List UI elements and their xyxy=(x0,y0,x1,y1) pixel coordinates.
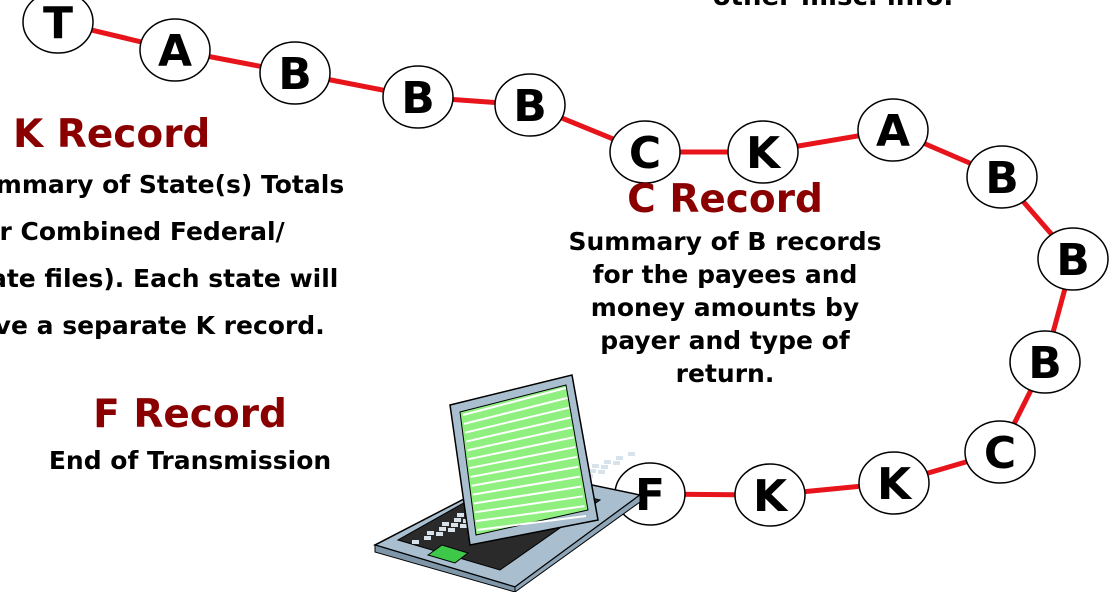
screen-line xyxy=(476,515,587,531)
record-node-letter: A xyxy=(876,106,910,157)
keyboard-key xyxy=(424,536,431,540)
screen-line xyxy=(469,446,576,470)
record-node-c: C xyxy=(609,120,681,184)
record-node-letter: K xyxy=(877,459,913,510)
record-node-a: A xyxy=(139,18,211,82)
keyboard-key xyxy=(604,460,611,464)
record-node-b: B xyxy=(494,73,566,137)
record-node-letter: T xyxy=(43,0,73,49)
record-node-letter: B xyxy=(1028,338,1062,389)
screen-line xyxy=(468,436,574,461)
keyboard-key xyxy=(592,464,599,468)
screen-line xyxy=(471,465,579,487)
screen-line xyxy=(475,505,585,523)
c-record-line-1: Summary of B records xyxy=(568,227,882,256)
keyboard-key xyxy=(436,532,443,536)
screen-line xyxy=(462,387,567,416)
keyboard-key xyxy=(427,531,434,535)
screen-line xyxy=(463,396,568,425)
c-record-line-2: for the payees and xyxy=(592,260,858,289)
screen-line xyxy=(466,416,571,443)
screen-lines xyxy=(462,387,587,531)
record-node-k: K xyxy=(734,463,806,527)
record-node-t: T xyxy=(22,0,94,54)
record-node-b: B xyxy=(1037,227,1109,291)
record-node-b: B xyxy=(966,145,1038,209)
f-record-line-1: End of Transmission xyxy=(48,446,332,475)
record-node-circle xyxy=(609,120,681,184)
c-record-line-3: money amounts by xyxy=(590,293,860,322)
c-record-title: C Record xyxy=(627,177,823,222)
record-node-circle xyxy=(1009,330,1081,394)
record-node-letter: B xyxy=(1056,235,1090,286)
screen-line xyxy=(474,495,584,514)
record-node-circle xyxy=(966,145,1038,209)
k-record-line-4: have a separate K record. xyxy=(0,311,325,340)
record-node-letter: B xyxy=(278,49,312,100)
record-node-letter: B xyxy=(985,153,1019,204)
record-node-circle xyxy=(964,420,1036,484)
keyboard-key xyxy=(439,527,446,531)
screen-line xyxy=(464,406,570,434)
record-node-circle xyxy=(22,0,94,54)
screen-line xyxy=(470,455,577,478)
record-node-circle xyxy=(259,41,331,105)
keyboard-key xyxy=(448,528,455,532)
k-record-line-1: Summary of State(s) Totals xyxy=(0,170,345,199)
f-record-block: F Record End of Transmission xyxy=(0,395,420,477)
record-node-circle xyxy=(1037,227,1109,291)
record-node-letter: K xyxy=(753,471,789,522)
k-record-line-3: State files). Each state will xyxy=(0,264,339,293)
laptop-icon xyxy=(373,374,642,592)
keyboard-key xyxy=(598,470,605,474)
record-node-circle xyxy=(727,120,799,184)
keyboard-key xyxy=(628,452,635,456)
keyboard-key xyxy=(601,465,608,469)
keyboard-key xyxy=(412,540,419,544)
keyboard-key xyxy=(589,469,596,473)
keyboard-key xyxy=(457,513,464,517)
keyboard-key xyxy=(454,518,461,522)
k-record-line-2: (for Combined Federal/ xyxy=(0,217,285,246)
record-node-c: C xyxy=(964,420,1036,484)
screen-line xyxy=(472,475,581,496)
c-record-line-5: return. xyxy=(675,359,775,388)
record-node-circle xyxy=(139,18,211,82)
screen-line xyxy=(473,485,582,505)
c-record-block: C Record Summary of B records for the pa… xyxy=(560,180,890,390)
keyboard-key xyxy=(442,522,449,526)
c-record-line-4: payer and type of xyxy=(600,326,850,355)
screen-line xyxy=(467,426,573,452)
record-node-k: K xyxy=(727,120,799,184)
keyboard-key xyxy=(613,461,620,465)
keyboard-key xyxy=(616,456,623,460)
record-node-circle xyxy=(734,463,806,527)
record-node-letter: K xyxy=(746,128,782,179)
f-record-title: F Record xyxy=(93,392,287,437)
record-node-circle xyxy=(858,451,930,515)
record-node-letter: B xyxy=(513,81,547,132)
record-node-letter: B xyxy=(401,73,435,124)
top-fragment-text: other misc. info. xyxy=(668,0,998,10)
k-record-title: K Record xyxy=(13,112,211,157)
record-node-a: A xyxy=(857,98,929,162)
record-node-letter: C xyxy=(629,128,661,179)
record-node-circle xyxy=(494,73,566,137)
record-node-letter: A xyxy=(158,26,192,77)
record-node-k: K xyxy=(858,451,930,515)
record-node-letter: C xyxy=(984,428,1016,479)
record-node-b: B xyxy=(382,65,454,129)
keyboard-key xyxy=(451,523,458,527)
k-record-block: K Record Summary of State(s) Totals (for… xyxy=(0,115,520,342)
record-node-b: B xyxy=(1009,330,1081,394)
record-node-circle xyxy=(382,65,454,129)
record-node-circle xyxy=(857,98,929,162)
record-node-b: B xyxy=(259,41,331,105)
keyboard-key xyxy=(460,524,467,528)
